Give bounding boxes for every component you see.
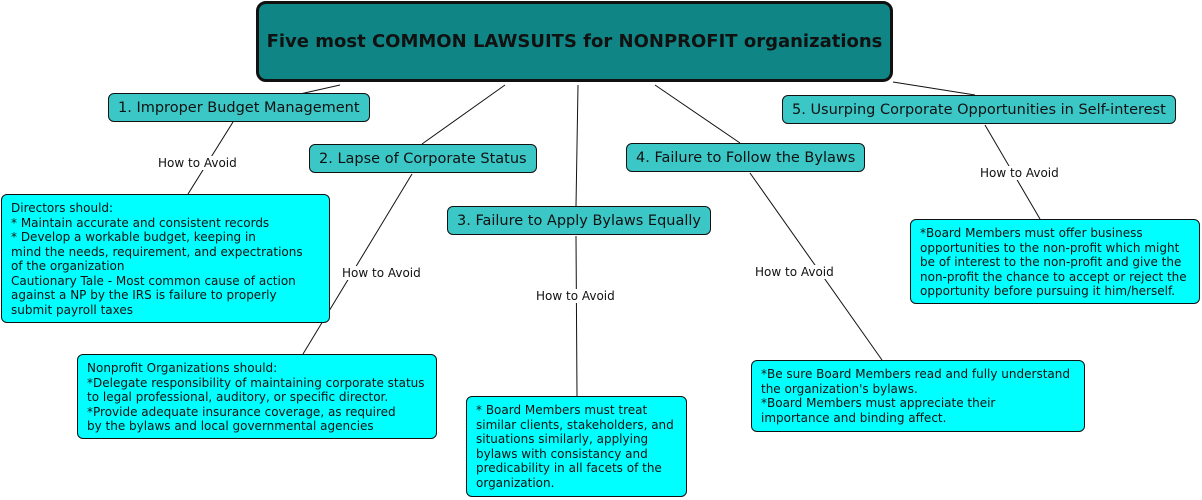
topic-3-link-label: How to Avoid	[534, 289, 617, 303]
topic-1-link-label: How to Avoid	[156, 156, 239, 170]
topic-5-node: 5. Usurping Corporate Opportunities in S…	[782, 95, 1176, 124]
topic-3-detail: * Board Members must treat similar clien…	[466, 396, 687, 497]
topic-2-node: 2. Lapse of Corporate Status	[309, 144, 537, 173]
topic-5-detail: *Board Members must offer business oppor…	[910, 219, 1200, 304]
topic-4-link-label: How to Avoid	[753, 265, 836, 279]
topic-3-node: 3. Failure to Apply Bylaws Equally	[447, 206, 712, 235]
connector-title-topic-4	[654, 84, 741, 144]
topic-1-detail: Directors should: * Maintain accurate an…	[1, 194, 330, 323]
topic-4-detail: *Be sure Board Members read and fully un…	[751, 360, 1085, 432]
connector-topic-3-detail	[575, 235, 578, 397]
topic-4-node: 4. Failure to Follow the Bylaws	[626, 143, 866, 172]
topic-2-link-label: How to Avoid	[340, 266, 423, 280]
connector-topic-2-detail	[302, 173, 413, 355]
topic-1-node: 1. Improper Budget Management	[108, 93, 370, 122]
connector-title-topic-2	[421, 84, 506, 145]
topic-5-link-label: How to Avoid	[978, 166, 1061, 180]
connector-title-topic-3	[575, 84, 579, 207]
connector-title-topic-5	[892, 81, 976, 96]
diagram-title: Five most COMMON LAWSUITS for NONPROFIT …	[256, 1, 893, 82]
connector-title-topic-1	[299, 84, 341, 95]
topic-2-detail: Nonprofit Organizations should: *Delegat…	[77, 354, 437, 439]
